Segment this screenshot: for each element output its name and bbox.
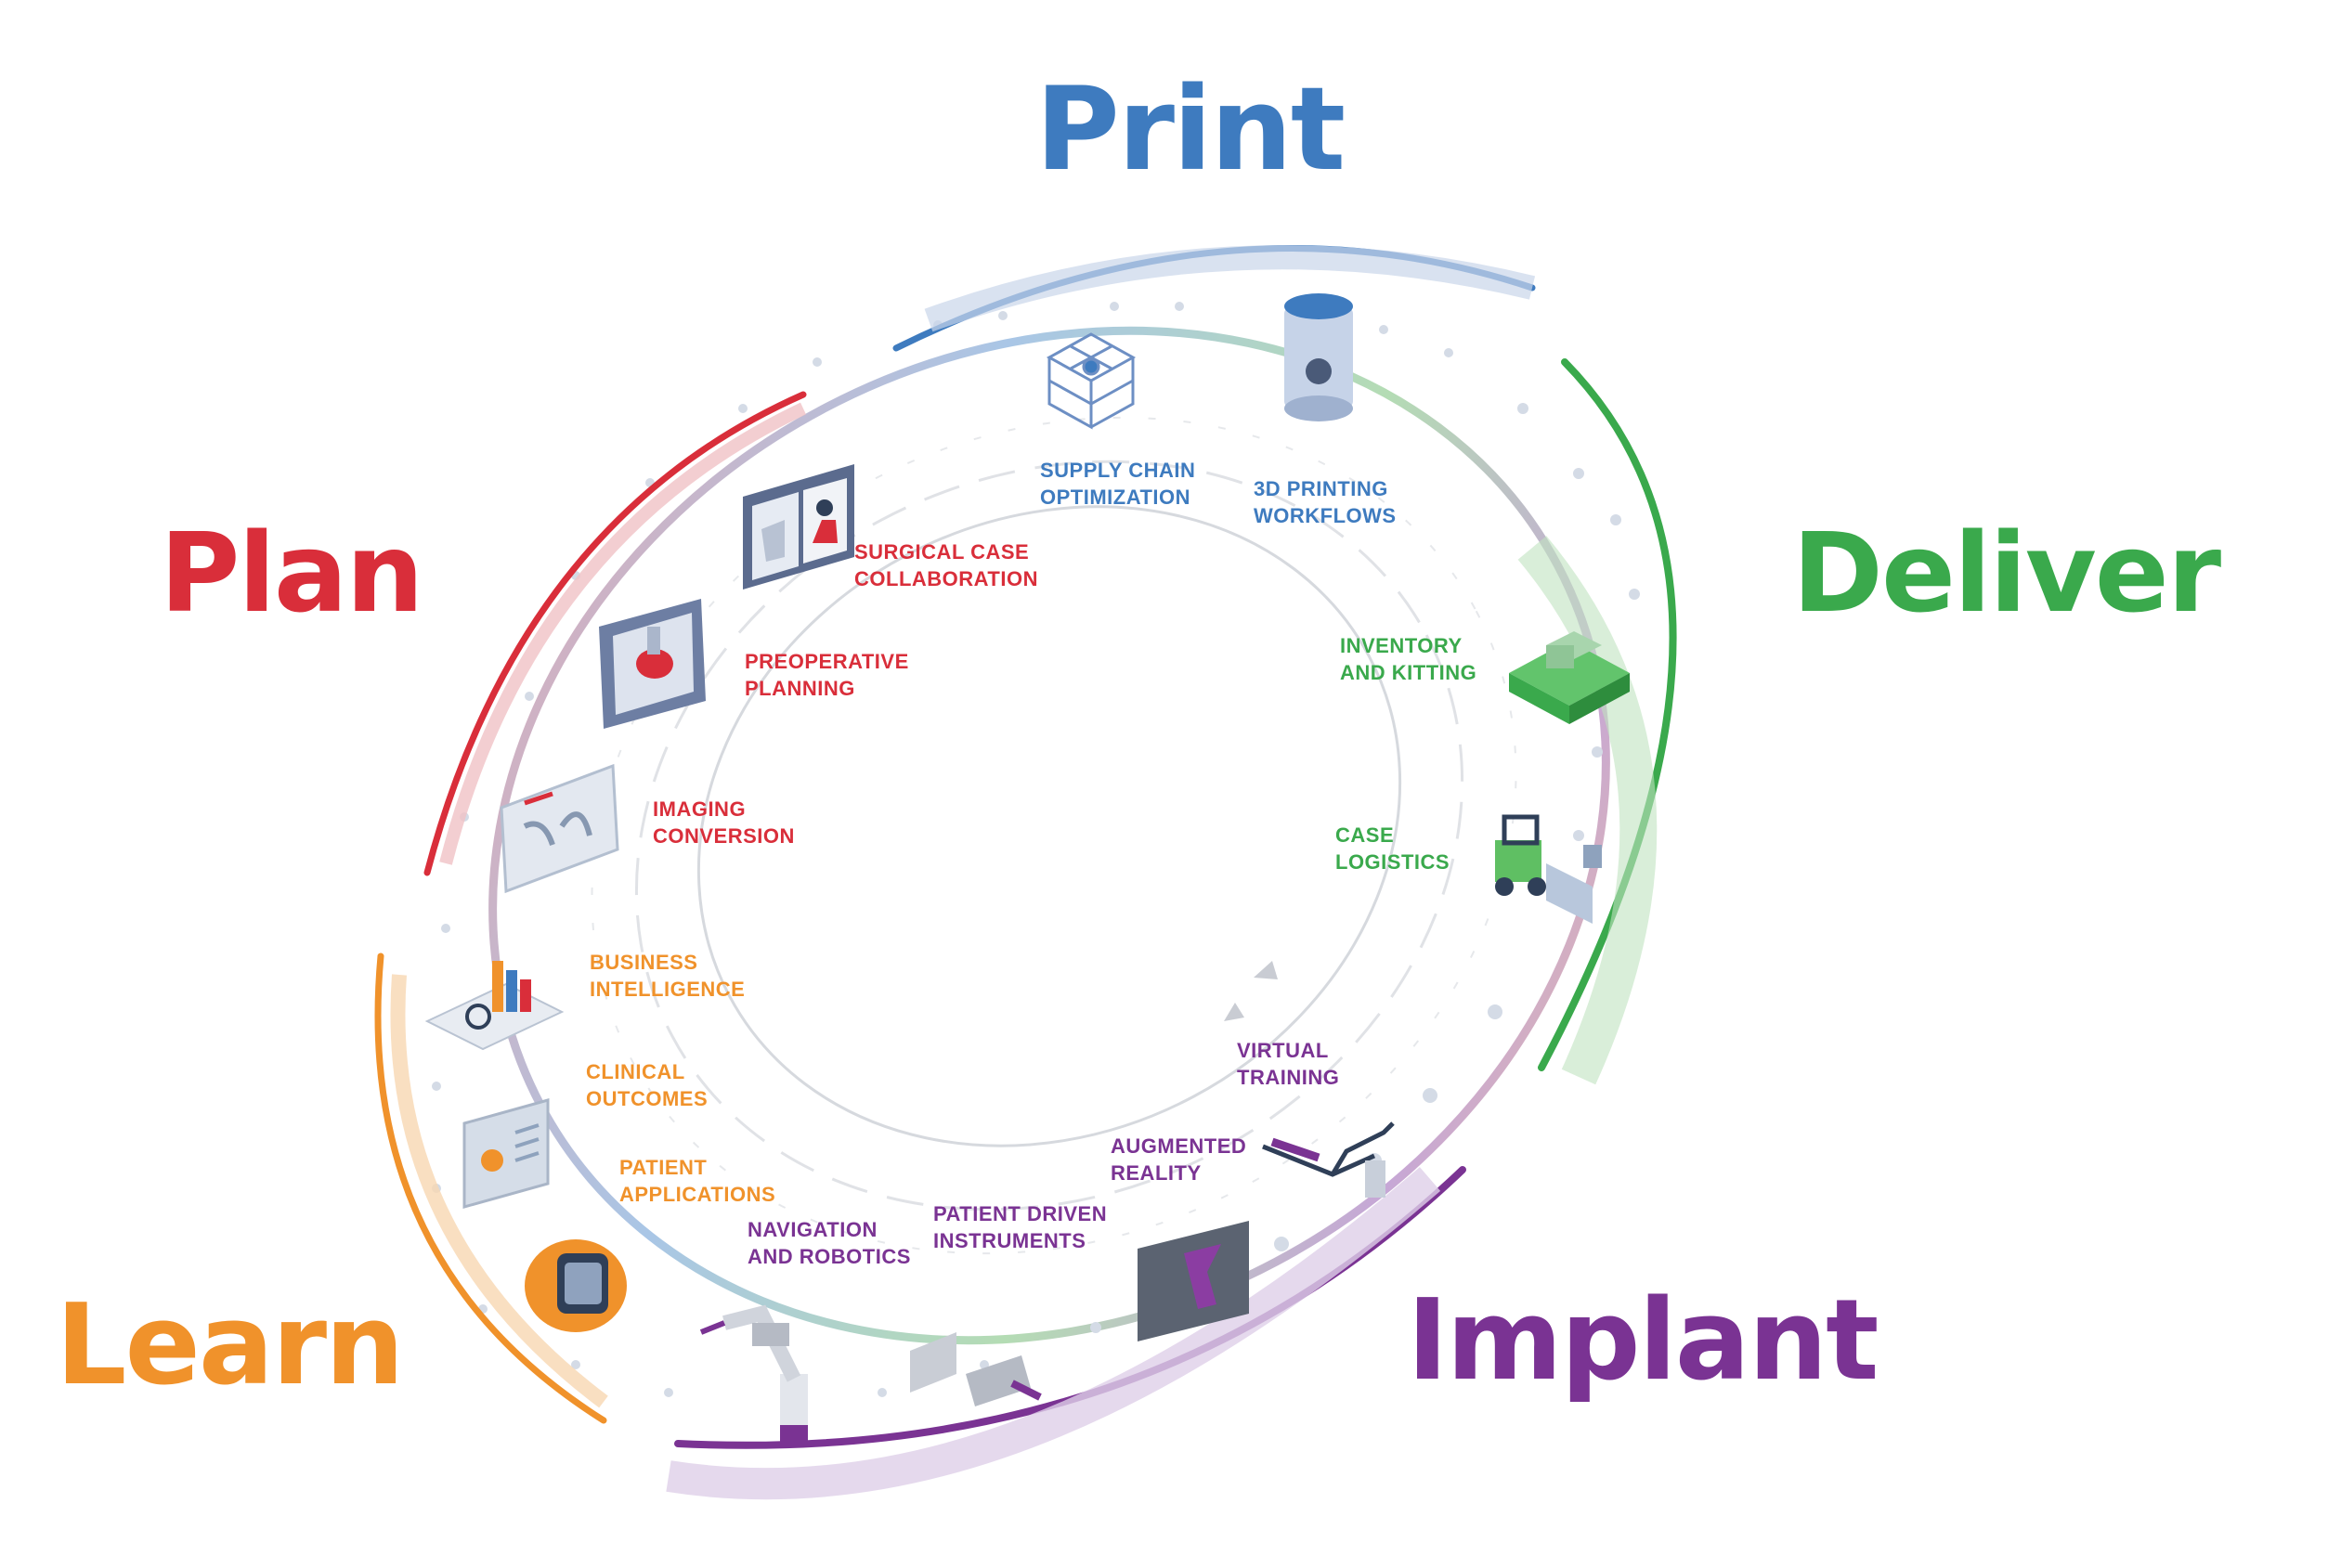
learn-arc	[374, 952, 607, 1424]
print-arc-band	[924, 245, 1536, 332]
step-line: IMAGING	[653, 797, 747, 821]
robot-arm-icon	[699, 1304, 808, 1444]
step-line: VIRTUAL	[1237, 1039, 1329, 1062]
step-line: REALITY	[1111, 1161, 1202, 1185]
step-line: PLANNING	[745, 677, 855, 700]
step-3d-printing: 3D PRINTING WORKFLOWS	[1254, 475, 1397, 529]
step-line: OUTCOMES	[586, 1087, 709, 1110]
step-patient-instruments: PATIENT DRIVEN INSTRUMENTS	[933, 1200, 1107, 1254]
step-business-intelligence: BUSINESS INTELLIGENCE	[590, 949, 745, 1003]
step-line: OPTIMIZATION	[1040, 486, 1191, 509]
bar-chart-icon	[424, 961, 565, 1051]
step-virtual-training: VIRTUAL TRAINING	[1237, 1037, 1339, 1091]
step-line: NAVIGATION	[748, 1218, 878, 1241]
step-line: CASE	[1335, 823, 1395, 847]
ar-monitor-icon	[1138, 1221, 1249, 1341]
3d-printer-icon	[1284, 293, 1353, 421]
instrument-guide-icon	[910, 1332, 1042, 1406]
learn-arc-band	[390, 974, 608, 1408]
step-case-logistics: CASE LOGISTICS	[1335, 822, 1450, 875]
lattice-cube-icon	[1046, 332, 1137, 430]
step-navigation: NAVIGATION AND ROBOTICS	[748, 1216, 911, 1270]
step-line: SUPPLY CHAIN	[1040, 459, 1196, 482]
inner-rings	[591, 416, 1517, 1255]
step-line: LOGISTICS	[1335, 850, 1450, 874]
step-line: CONVERSION	[653, 824, 795, 848]
flow-arrow	[1254, 961, 1278, 979]
outcomes-tablet-icon	[462, 1098, 550, 1209]
step-surgical-case: SURGICAL CASE COLLABORATION	[854, 538, 1038, 592]
step-line: AND KITTING	[1340, 661, 1477, 684]
step-line: AUGMENTED	[1111, 1134, 1247, 1158]
phase-learn: Learn	[56, 1281, 404, 1410]
step-line: CLINICAL	[586, 1060, 685, 1083]
step-line: APPLICATIONS	[619, 1183, 776, 1206]
inventory-box-icon	[1509, 631, 1630, 724]
implant-arc-band	[666, 1167, 1441, 1500]
step-line: PATIENT DRIVEN	[933, 1202, 1108, 1225]
step-inventory: INVENTORY AND KITTING	[1340, 632, 1476, 686]
phase-deliver: Deliver	[1792, 509, 2221, 637]
step-line: PATIENT	[619, 1156, 708, 1179]
plan-arc	[423, 391, 807, 876]
step-patient-apps: PATIENT APPLICATIONS	[619, 1154, 775, 1208]
plan-arc-band	[439, 402, 807, 865]
smartwatch-icon	[525, 1239, 627, 1332]
deliver-arc-band	[1517, 536, 1658, 1085]
knee-tablet-icon	[599, 599, 706, 729]
step-line: PREOPERATIVE	[745, 650, 909, 673]
forklift-icon	[1495, 814, 1602, 924]
step-line: SURGICAL CASE	[854, 540, 1030, 564]
step-imaging-conversion: IMAGING CONVERSION	[653, 796, 795, 849]
step-line: INTELLIGENCE	[590, 978, 746, 1001]
step-line: COLLABORATION	[854, 567, 1038, 590]
step-line: 3D PRINTING	[1254, 477, 1388, 500]
phase-print: Print	[1035, 63, 1346, 197]
step-line: INSTRUMENTS	[933, 1229, 1086, 1252]
step-line: WORKFLOWS	[1254, 504, 1397, 527]
deliver-arc	[1538, 358, 1677, 1071]
step-line: TRAINING	[1237, 1066, 1340, 1089]
video-call-tablet-icon	[743, 464, 854, 590]
step-supply-chain: SUPPLY CHAIN OPTIMIZATION	[1040, 457, 1195, 511]
step-clinical-outcomes: CLINICAL OUTCOMES	[586, 1058, 708, 1112]
step-line: BUSINESS	[590, 951, 698, 974]
step-preoperative: PREOPERATIVE PLANNING	[745, 648, 909, 702]
step-line: AND ROBOTICS	[748, 1245, 911, 1268]
step-line: INVENTORY	[1340, 634, 1463, 657]
xray-panel-icon	[500, 763, 619, 894]
vr-glasses-icon	[1262, 1121, 1395, 1198]
phase-implant: Implant	[1407, 1276, 1879, 1406]
flow-arrow	[1224, 1003, 1244, 1021]
step-augmented-reality: AUGMENTED REALITY	[1111, 1133, 1246, 1186]
phase-plan: Plan	[160, 509, 424, 637]
